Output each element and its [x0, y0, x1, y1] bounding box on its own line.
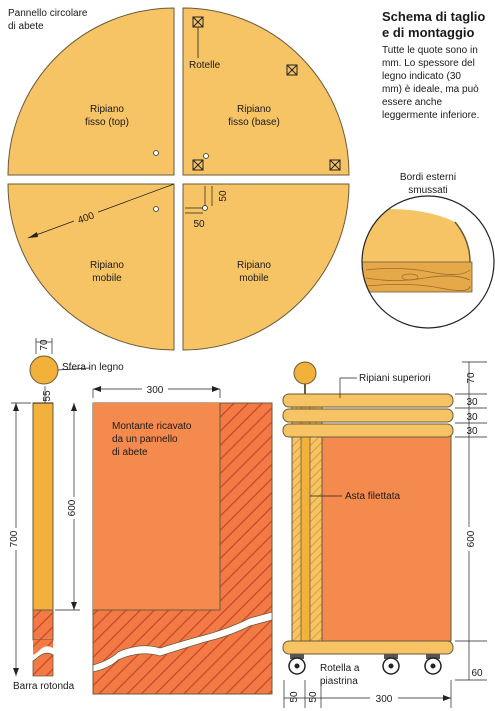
shelf — [282, 423, 454, 438]
sphere-label: Sfera in legno — [62, 362, 124, 373]
svg-text:Tutte le quote sono in m: Tutte le quote sono in mm. Lo spessore d… — [382, 45, 482, 121]
wheel — [424, 654, 442, 675]
quarter-bottom-right — [182, 183, 350, 351]
shelf — [282, 640, 454, 655]
hole-marker — [202, 205, 208, 211]
quarter-top-right — [182, 7, 350, 176]
rod-drawing: Sfera in legno 70 55 700 600 Barra roton… — [6, 338, 124, 692]
svg-text:Montante ricavato da un: Montante ricavato da un pannello di abet… — [112, 421, 194, 458]
upright-drawing: 300 Montante ricavato da un pannello di … — [92, 382, 273, 695]
quarter-top-left — [7, 7, 175, 176]
edge-detail: Bordi esterni smussati — [361, 172, 495, 329]
upright-label: Montante ricavato — [112, 421, 192, 432]
note-line: mm) è ideale, ma può — [382, 84, 479, 95]
right-dimension: 30 — [466, 426, 478, 437]
assembly-upright — [320, 435, 452, 642]
note-line: mm. Lo spessore del — [382, 58, 475, 69]
board-section — [362, 261, 473, 293]
panel-label: di abete — [8, 21, 44, 32]
hole-marker — [153, 150, 159, 156]
shelves-label: Ripiani superiori — [359, 373, 431, 384]
panel-label: Pannello circolare — [8, 8, 88, 19]
total-dimension: 700 — [9, 530, 20, 547]
right-dimension: 30 — [466, 412, 478, 423]
shelf — [282, 408, 454, 423]
quarter-label: Ripiano — [90, 104, 124, 115]
wooden-sphere — [293, 361, 317, 385]
wheel — [382, 654, 400, 675]
upright-panel — [93, 403, 220, 610]
wheel-marker — [192, 159, 204, 171]
width-dimension: 300 — [147, 385, 164, 396]
note-line: legno indicato (30 — [382, 71, 461, 82]
edge-label: Bordi esterni — [400, 172, 456, 183]
bottom-dimension: 50 — [308, 691, 319, 703]
rod-label: Asta filettata — [345, 491, 400, 502]
rod-body — [32, 402, 54, 611]
right-dimension: 70 — [466, 372, 477, 384]
quarter-label: fisso (top) — [85, 117, 129, 128]
wheel-label: piastrina — [320, 676, 358, 687]
mid-dimension: 600 — [67, 499, 78, 516]
offset-dimension-vertical: 50 — [218, 190, 229, 202]
upright-label: di abete — [112, 447, 148, 458]
bottom-dimension: 50 — [289, 691, 300, 703]
note-line: Tutte le quote sono in — [382, 45, 478, 56]
hole-marker — [203, 153, 209, 159]
quarter-label: Ripiano — [237, 260, 271, 271]
sphere-dimension: 70 — [39, 339, 50, 351]
shelf — [282, 393, 454, 408]
bottom-dimension: 300 — [376, 694, 393, 705]
wheel-label: Rotella a — [320, 663, 360, 674]
hole-marker — [153, 206, 159, 212]
wooden-sphere — [29, 355, 59, 385]
wheel-marker — [329, 159, 341, 171]
quarter-label: Ripiano — [90, 260, 124, 271]
quarter-label: mobile — [239, 273, 269, 284]
title: Schema di taglio — [382, 9, 485, 24]
quarter-label: Ripiano — [237, 104, 271, 115]
upright-label: da un pannello — [112, 434, 178, 445]
right-dimension: 60 — [471, 668, 483, 679]
note-line: leggermente inferiore. — [382, 110, 479, 121]
right-dimension: 30 — [466, 397, 478, 408]
assembly-drawing: Ripiani superiori Asta filettata Rotella… — [282, 361, 487, 708]
right-dimension: 600 — [466, 530, 477, 547]
wheel — [288, 654, 306, 675]
top-dimension: 55 — [42, 390, 53, 402]
title: e di montaggio — [382, 25, 475, 40]
quarter-bottom-left — [7, 183, 175, 351]
rotelle-label: Rotelle — [189, 60, 221, 71]
bar-label: Barra rotonda — [13, 681, 75, 692]
offset-dimension-horizontal: 50 — [193, 219, 205, 230]
wheel-marker — [286, 64, 298, 76]
quarter-label: mobile — [92, 273, 122, 284]
rod-section — [32, 609, 54, 641]
edge-label: smussati — [408, 185, 447, 196]
note-line: essere anche — [382, 97, 442, 108]
quarter-label: fisso (base) — [228, 117, 280, 128]
